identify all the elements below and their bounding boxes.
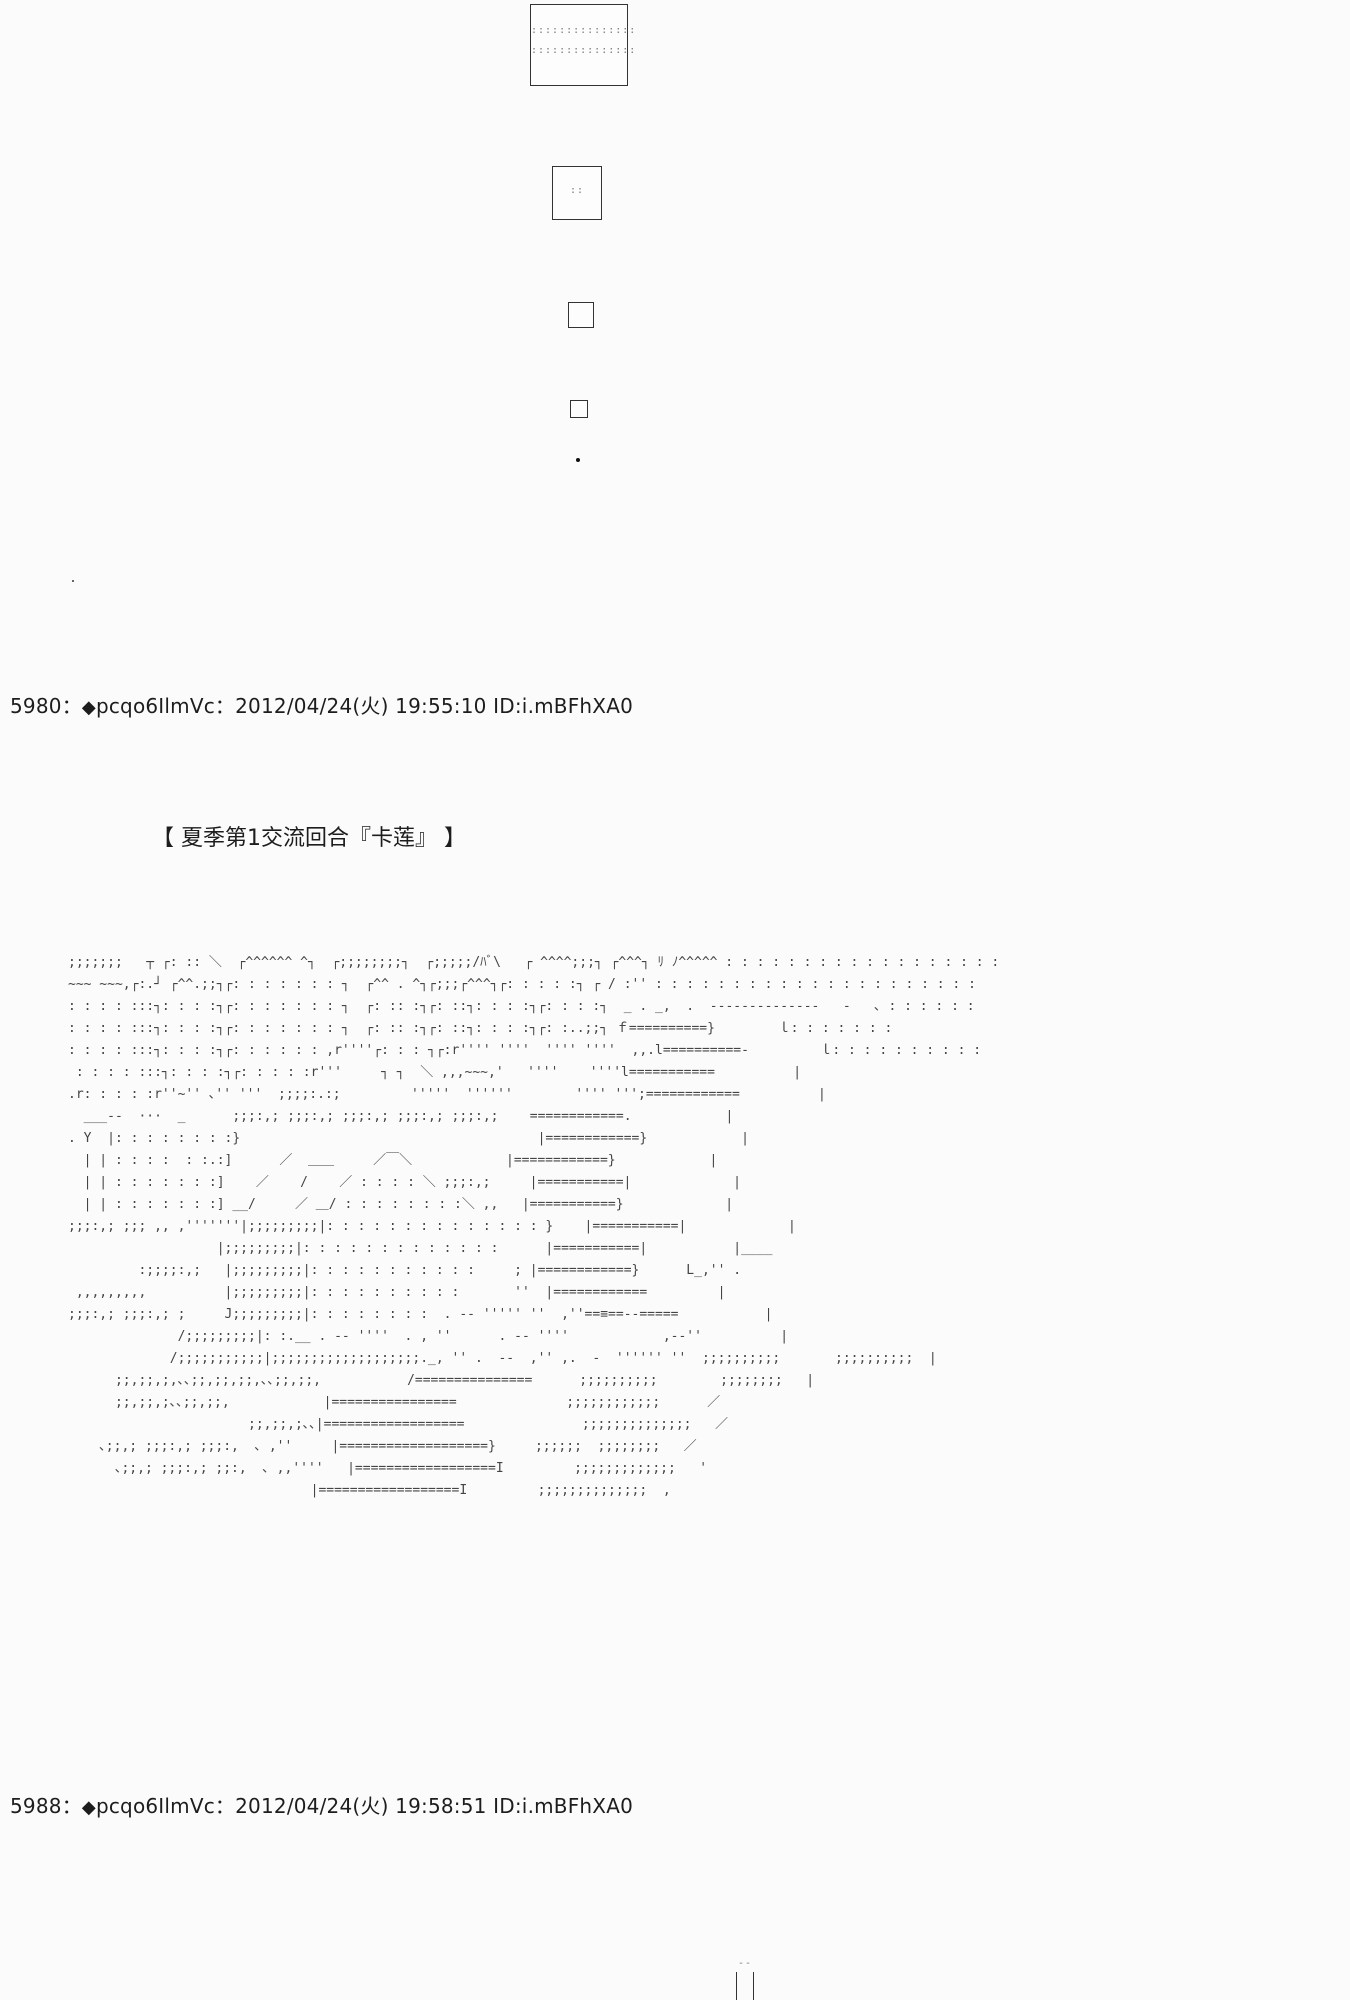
large-box: ::::::::::::::: ::::::::::::::: xyxy=(530,4,637,86)
box-dots: ::::::::::::::: xyxy=(531,25,637,36)
box-dots: -- xyxy=(737,1958,753,1969)
box-dots: :: xyxy=(569,185,585,196)
post-number: 5988 xyxy=(10,1794,62,1818)
separator: ： xyxy=(61,694,82,718)
trip-code: pcqo6IlmVc xyxy=(95,1794,215,1818)
trip-code: pcqo6IlmVc xyxy=(95,694,215,718)
diamond-icon: ◆ xyxy=(81,1797,96,1818)
separator: ： xyxy=(214,1794,236,1818)
diamond-icon: ◆ xyxy=(81,697,96,718)
post-time: 19:58:51 xyxy=(395,1794,487,1818)
ascii-art: ;;;;;;; ┬ ┌: :: ＼ ┌^^^^^^ ^┐ ┌;;;;;;;;┐ … xyxy=(68,955,1000,1498)
small-box xyxy=(568,302,594,328)
separator: ： xyxy=(61,1794,82,1818)
post-number: 5980 xyxy=(10,694,62,718)
post-time: 19:55:10 xyxy=(395,694,487,718)
post-id: ID:i.mBFhXA0 xyxy=(493,1794,634,1818)
post-date: 2012/04/24(火) xyxy=(235,694,389,718)
post-header: 5980：◆pcqo6IlmVc：2012/04/24(火) 19:55:10 … xyxy=(10,690,633,719)
medium-box: :: xyxy=(552,166,602,220)
bottom-box: -- xyxy=(736,1958,754,2000)
tiny-box xyxy=(570,400,588,418)
end-dot xyxy=(576,458,580,462)
separator: ： xyxy=(214,694,236,718)
page-title: 【 夏季第1交流回合『卡莲』 】 xyxy=(152,826,466,851)
post-id: ID:i.mBFhXA0 xyxy=(493,694,634,718)
post-header: 5988：◆pcqo6IlmVc：2012/04/24(火) 19:58:51 … xyxy=(10,1790,633,1819)
post-date: 2012/04/24(火) xyxy=(235,1794,389,1818)
box-dots: ::::::::::::::: xyxy=(531,45,637,56)
speck xyxy=(72,580,74,582)
